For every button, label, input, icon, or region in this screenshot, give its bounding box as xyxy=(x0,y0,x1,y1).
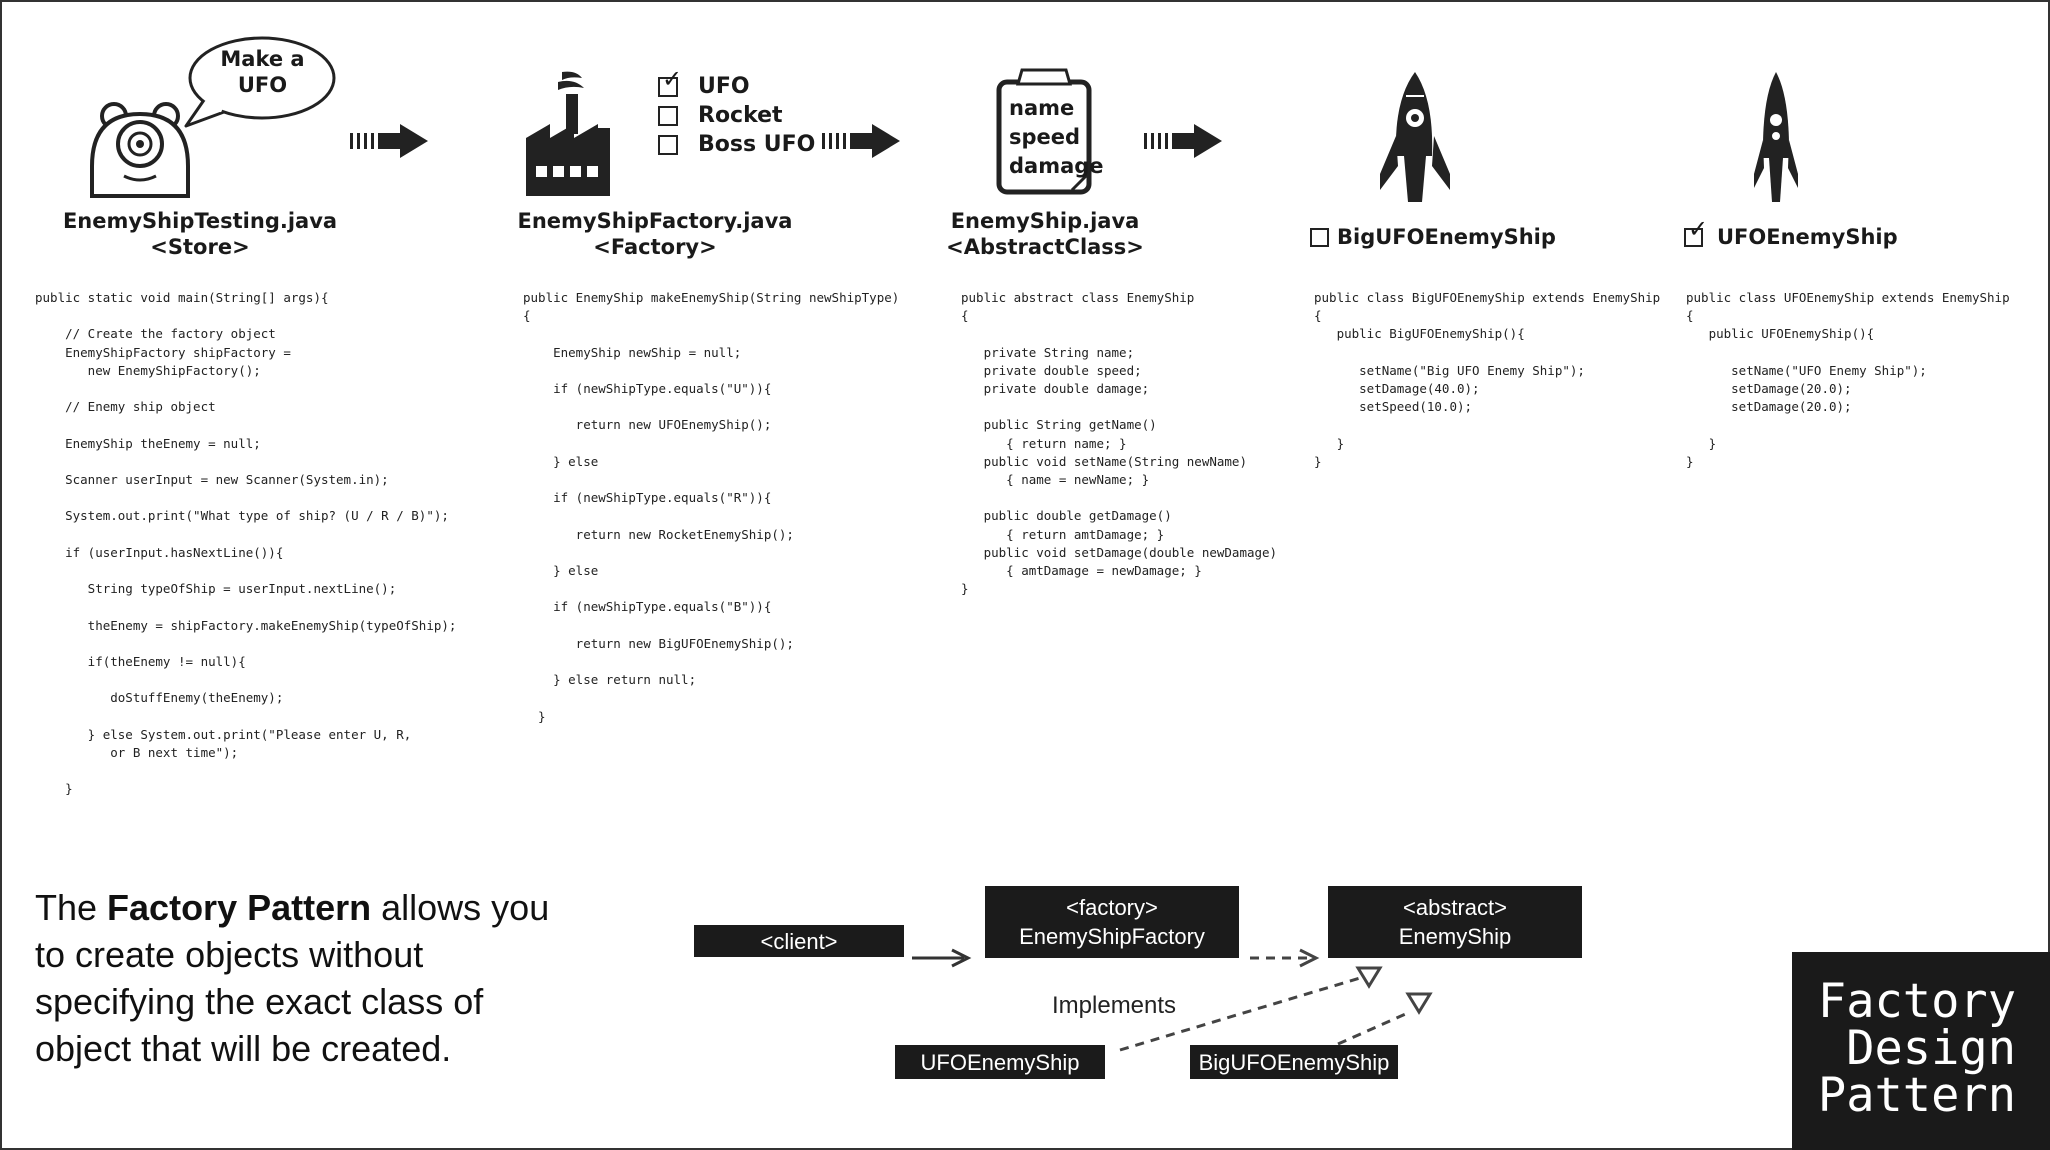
clipboard-line: damage xyxy=(1009,154,1104,178)
checkbox-checked-icon[interactable] xyxy=(658,65,682,97)
checkbox-icon[interactable] xyxy=(658,105,678,126)
uml-factory-stereotype: <factory> xyxy=(1066,895,1158,920)
store-filename: EnemyShipTesting.java xyxy=(62,209,338,233)
monster-icon xyxy=(90,102,190,198)
factory-title: EnemyShipFactory.java <Factory> xyxy=(510,208,800,260)
rocket-icon xyxy=(1380,72,1450,202)
clipboard-line: speed xyxy=(1009,125,1081,149)
description-rest: allows you to create objects without spe… xyxy=(35,887,550,1069)
uml-big-ufo-box: BigUFOEnemyShip xyxy=(1190,1045,1398,1079)
abstract-title: EnemyShip.java <AbstractClass> xyxy=(935,208,1155,260)
uml-client-label: <client> xyxy=(760,928,838,954)
abstract-code: public abstract class EnemyShip { privat… xyxy=(961,290,1278,597)
ufo-code: public class UFOEnemyShip extends EnemyS… xyxy=(1686,290,2010,469)
factory-code: public EnemyShip makeEnemyShip(String ne… xyxy=(523,290,900,724)
big-ufo-class-name: BigUFOEnemyShip xyxy=(1337,225,1556,249)
store-title: EnemyShipTesting.java <Store> xyxy=(40,208,360,260)
arrow-icon xyxy=(1144,124,1222,158)
arrow-icon xyxy=(822,124,900,158)
big-ufo-title: BigUFOEnemyShip xyxy=(1310,224,1556,250)
factory-role: <Factory> xyxy=(593,235,717,259)
store-code: public static void main(String[] args){ … xyxy=(35,290,457,797)
abstract-filename: EnemyShip.java xyxy=(950,209,1140,233)
rocket-icon xyxy=(1754,72,1798,202)
ufo-class-name: UFOEnemyShip xyxy=(1717,225,1898,249)
description-lead: The xyxy=(35,887,108,928)
description-pattern-name: Factory Pattern xyxy=(107,887,372,928)
uml-implements-label: Implements xyxy=(1052,992,1177,1019)
badge-line: Pattern xyxy=(1817,1068,2016,1123)
speech-bubble xyxy=(184,36,336,128)
checklist-item-ufo[interactable]: UFO xyxy=(658,65,815,101)
checklist-label: Boss UFO xyxy=(698,132,816,157)
checklist-label: Rocket xyxy=(698,103,783,128)
uml-abstract-stereotype: <abstract> xyxy=(1403,895,1507,920)
checkbox-checked-icon[interactable] xyxy=(1684,216,1708,247)
checkbox-icon[interactable] xyxy=(1310,227,1329,247)
ship-type-checklist: UFO Rocket Boss UFO xyxy=(658,65,815,159)
uml-big-ufo-label: BigUFOEnemyShip xyxy=(1198,1049,1390,1075)
uml-factory-name: EnemyShipFactory xyxy=(1019,924,1205,949)
title-badge: Factory Design Pattern xyxy=(1792,952,2050,1150)
speech-line: UFO xyxy=(237,73,288,97)
ufo-title: UFOEnemyShip xyxy=(1684,216,1898,250)
uml-client-box: <client> xyxy=(694,925,904,957)
badge-line: Factory xyxy=(1817,974,2016,1029)
clipboard-text: name speed damage xyxy=(1009,94,1104,181)
checklist-item-rocket[interactable]: Rocket xyxy=(658,101,815,130)
uml-ufo-label: UFOEnemyShip xyxy=(920,1049,1080,1075)
speech-line: Make a xyxy=(220,47,305,71)
uml-factory-box: <factory> EnemyShipFactory xyxy=(985,886,1239,958)
checklist-item-boss-ufo[interactable]: Boss UFO xyxy=(658,130,815,159)
uml-ufo-box: UFOEnemyShip xyxy=(895,1045,1105,1079)
store-role: <Store> xyxy=(150,235,250,259)
abstract-role: <AbstractClass> xyxy=(946,235,1144,259)
checklist-label: UFO xyxy=(698,74,750,99)
clipboard-icon xyxy=(996,68,1092,195)
arrow-icon xyxy=(350,124,428,158)
speech-text: Make a UFO xyxy=(200,46,325,98)
clipboard-line: name xyxy=(1009,96,1075,120)
pattern-description: The Factory Pattern allows you to create… xyxy=(35,884,555,1072)
uml-abstract-box: <abstract> EnemyShip xyxy=(1328,886,1582,958)
factory-filename: EnemyShipFactory.java xyxy=(517,209,793,233)
badge-line: Design xyxy=(1846,1021,2016,1076)
big-ufo-code: public class BigUFOEnemyShip extends Ene… xyxy=(1314,290,1661,469)
uml-abstract-name: EnemyShip xyxy=(1398,924,1512,949)
factory-icon xyxy=(526,71,610,196)
checkbox-icon[interactable] xyxy=(658,134,678,155)
